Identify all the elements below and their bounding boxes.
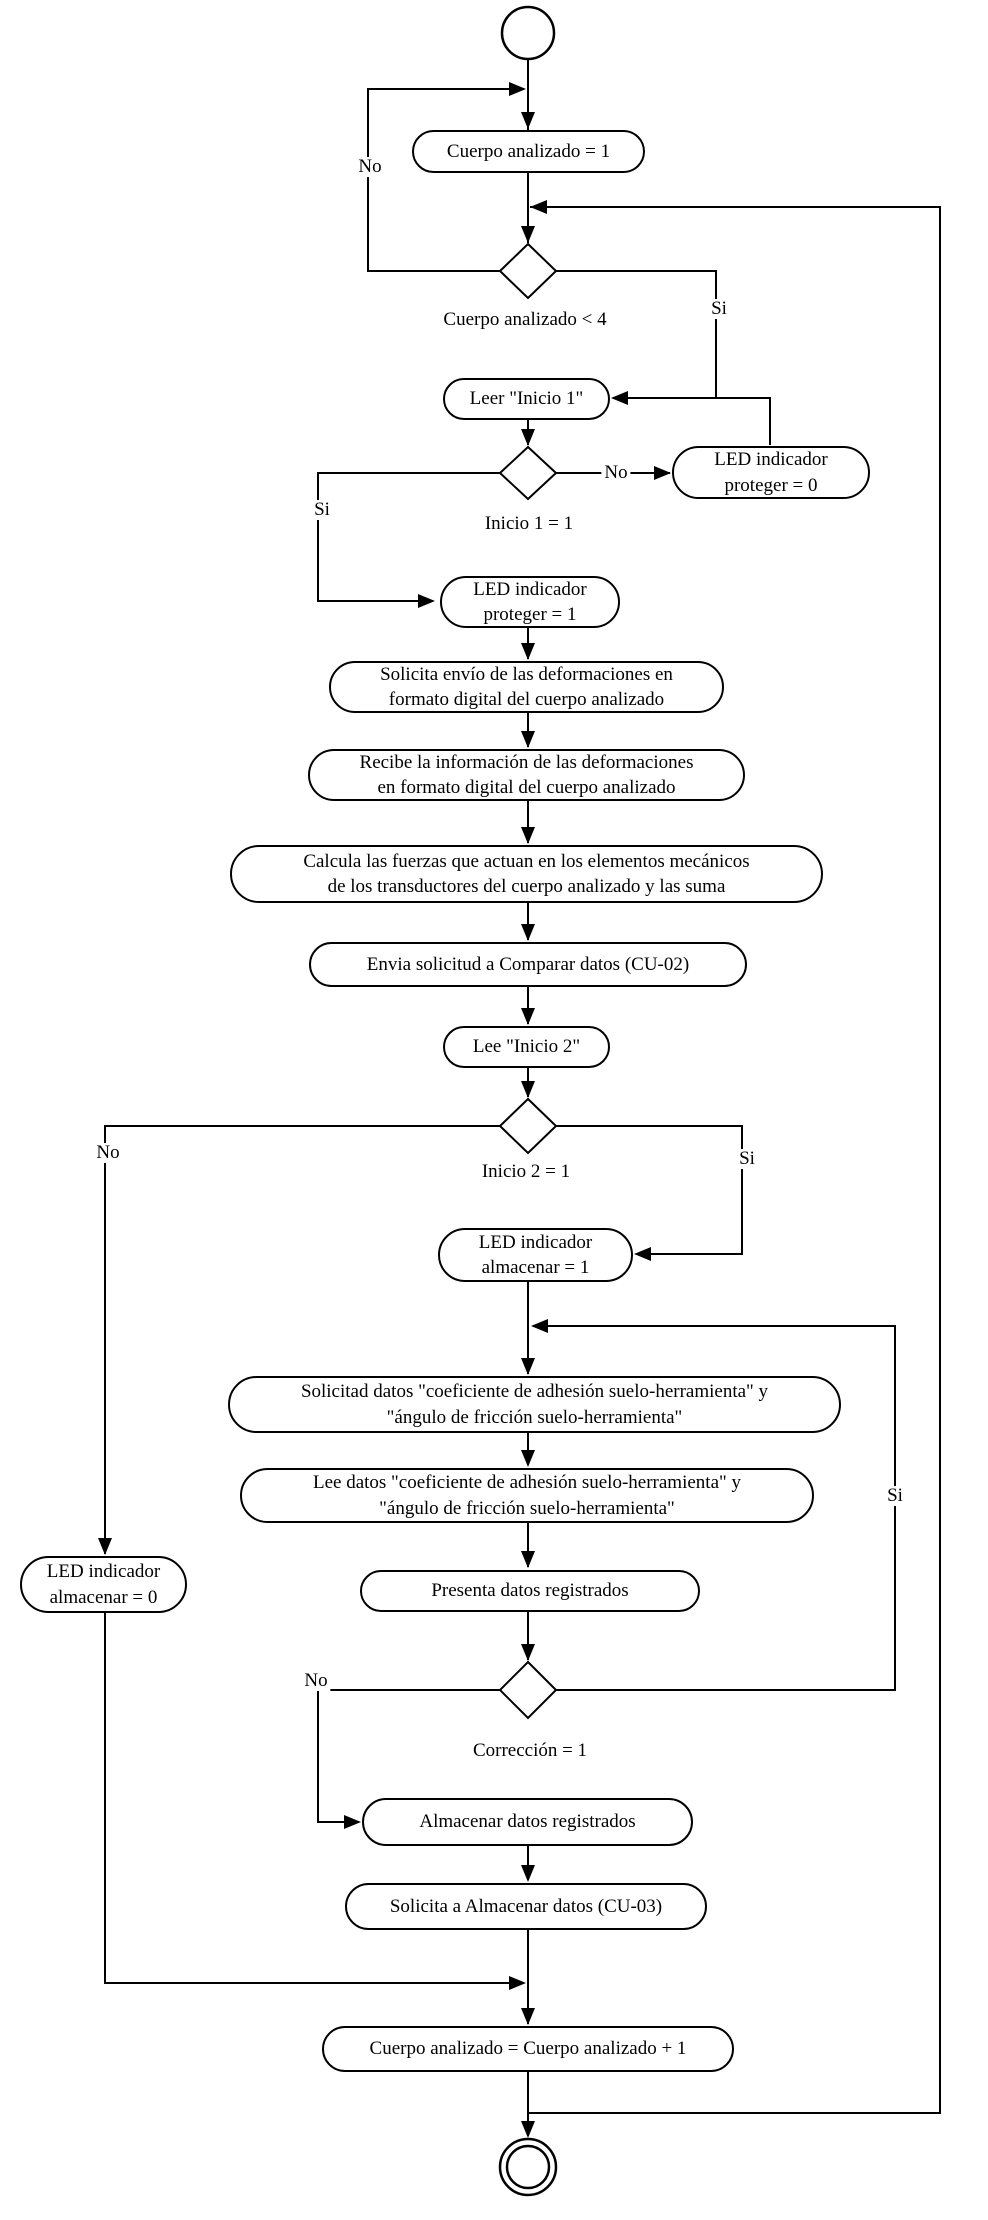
- edge-d1-si: [556, 270, 717, 398]
- edge-d1-no-loop: [367, 88, 524, 272]
- node-led-proteger-1: LED indicador proteger = 1: [440, 576, 620, 628]
- node-envia-solicitud-comparar: Envia solicitud a Comparar datos (CU-02): [309, 942, 747, 987]
- edge-led-alm0-merge: [104, 1613, 523, 1984]
- start-node: [500, 5, 556, 61]
- edge-d4-si-loop: [533, 1325, 896, 1691]
- node-solicita-envio-deformaciones: Solicita envío de las deformaciones en f…: [329, 661, 724, 713]
- edge-d4-no: [317, 1689, 500, 1823]
- label-d1-si: Si: [708, 299, 730, 319]
- arrowheads: [98, 82, 671, 2138]
- label-d4-condition: Corrección = 1: [470, 1740, 590, 1762]
- label-d1-no: No: [355, 157, 385, 177]
- node-recibe-informacion-deformaciones: Recibe la información de las deformacion…: [308, 749, 745, 801]
- node-incrementa-cuerpo: Cuerpo analizado = Cuerpo analizado + 1: [322, 2026, 734, 2072]
- label-d3-no: No: [93, 1143, 123, 1163]
- edge-outer-return-loop: [528, 206, 941, 2114]
- decision-d1-diamond: [498, 242, 558, 300]
- node-led-proteger-0: LED indicador proteger = 0: [672, 446, 870, 499]
- node-presenta-datos: Presenta datos registrados: [360, 1570, 700, 1612]
- label-d3-si: Si: [736, 1149, 758, 1169]
- label-d2-si: Si: [311, 500, 333, 520]
- node-inicializa-cuerpo: Cuerpo analizado = 1: [412, 130, 645, 173]
- decision-d4-diamond: [498, 1660, 558, 1720]
- edge-d2-si: [317, 472, 500, 602]
- label-d3-condition: Inicio 2 = 1: [479, 1161, 573, 1183]
- node-solicitad-datos: Solicitad datos "coeficiente de adhesión…: [228, 1376, 841, 1433]
- decision-diamonds: [498, 242, 558, 1720]
- node-solicita-almacenar: Solicita a Almacenar datos (CU-03): [345, 1883, 707, 1930]
- node-led-almacenar-0: LED indicador almacenar = 0: [20, 1556, 187, 1613]
- end-node-inner-ring: [505, 2144, 551, 2190]
- decision-d2-diamond: [498, 445, 558, 501]
- node-lee-datos: Lee datos "coeficiente de adhesión suelo…: [240, 1468, 814, 1523]
- connectors: [104, 59, 941, 2136]
- edge-d3-si: [556, 1125, 743, 1255]
- label-d4-si: Si: [884, 1486, 906, 1506]
- edge-into-leer-inicio1: [613, 397, 771, 445]
- label-d2-no: No: [601, 463, 631, 483]
- node-leer-inicio-1: Leer "Inicio 1": [443, 378, 610, 420]
- node-led-almacenar-1: LED indicador almacenar = 1: [438, 1228, 633, 1282]
- label-d1-condition: Cuerpo analizado < 4: [441, 309, 609, 331]
- edge-d3-no: [104, 1125, 500, 1554]
- decision-d3-diamond: [498, 1097, 558, 1155]
- label-d2-condition: Inicio 1 = 1: [482, 513, 576, 535]
- node-calcula-fuerzas: Calcula las fuerzas que actuan en los el…: [230, 845, 823, 903]
- label-d4-no: No: [301, 1671, 331, 1691]
- node-almacenar-datos: Almacenar datos registrados: [362, 1798, 693, 1846]
- node-lee-inicio-2: Lee "Inicio 2": [443, 1026, 610, 1068]
